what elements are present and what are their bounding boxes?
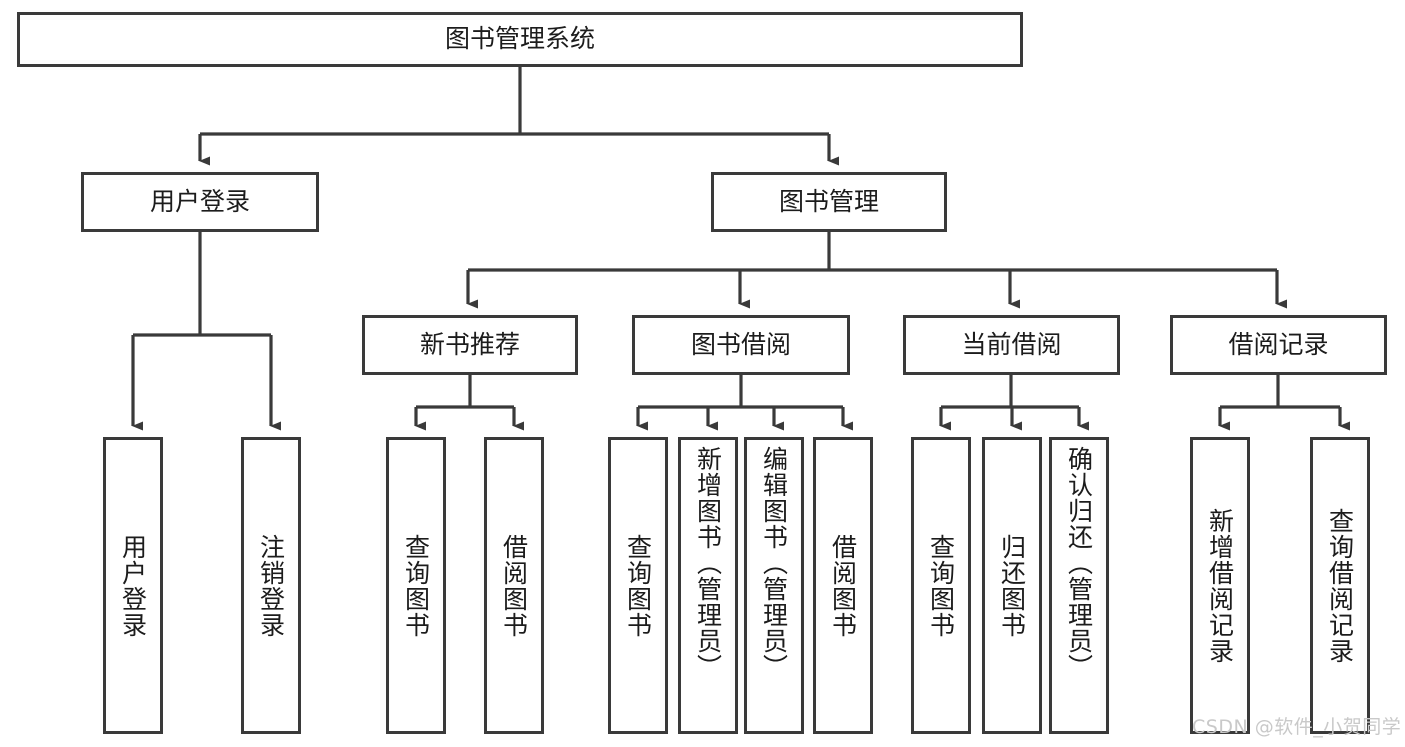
node-leaf-confirm-return-label: 确认归还（管理员） (1064, 446, 1094, 680)
node-leaf-query-record[interactable]: 查询借阅记录 (1310, 437, 1370, 734)
node-book-manage[interactable]: 图书管理 (711, 172, 947, 232)
node-leaf-edit-book[interactable]: 编辑图书（管理员） (744, 437, 804, 734)
node-user-login-label: 用户登录 (149, 186, 250, 216)
node-borrow-record[interactable]: 借阅记录 (1170, 315, 1387, 375)
node-leaf-user-login-label: 用户登录 (118, 533, 148, 638)
node-leaf-logout-label: 注销登录 (256, 533, 286, 638)
node-new-book-rec-label: 新书推荐 (419, 329, 520, 359)
node-leaf-return-book[interactable]: 归还图书 (982, 437, 1042, 734)
node-leaf-add-book-label: 新增图书（管理员） (693, 446, 723, 680)
node-leaf-user-login[interactable]: 用户登录 (103, 437, 163, 734)
node-leaf-return-book-label: 归还图书 (997, 533, 1027, 638)
node-leaf-logout[interactable]: 注销登录 (241, 437, 301, 734)
node-leaf-query-book-rec-label: 查询图书 (401, 533, 431, 638)
node-leaf-query-book-cur-label: 查询图书 (926, 533, 956, 638)
node-leaf-borrow-book[interactable]: 借阅图书 (813, 437, 873, 734)
node-leaf-query-book-cur[interactable]: 查询图书 (911, 437, 971, 734)
node-leaf-query-book-rec[interactable]: 查询图书 (386, 437, 446, 734)
node-leaf-borrow-book-rec-label: 借阅图书 (499, 533, 529, 638)
node-leaf-query-book[interactable]: 查询图书 (608, 437, 668, 734)
node-leaf-edit-book-label: 编辑图书（管理员） (759, 446, 789, 680)
node-leaf-borrow-book-rec[interactable]: 借阅图书 (484, 437, 544, 734)
node-book-manage-label: 图书管理 (778, 186, 879, 216)
node-leaf-query-book-label: 查询图书 (623, 533, 653, 638)
node-book-borrow-label: 图书借阅 (690, 329, 791, 359)
node-leaf-add-book[interactable]: 新增图书（管理员） (678, 437, 738, 734)
node-book-borrow[interactable]: 图书借阅 (632, 315, 850, 375)
node-root[interactable]: 图书管理系统 (17, 12, 1023, 67)
node-user-login[interactable]: 用户登录 (81, 172, 319, 232)
csdn-watermark: CSDN @软件_小贺同学 (1192, 716, 1402, 738)
node-new-book-rec[interactable]: 新书推荐 (362, 315, 578, 375)
node-current-borrow[interactable]: 当前借阅 (903, 315, 1120, 375)
node-current-borrow-label: 当前借阅 (961, 329, 1062, 359)
node-leaf-add-record-label: 新增借阅记录 (1205, 507, 1235, 664)
node-borrow-record-label: 借阅记录 (1228, 329, 1329, 359)
node-leaf-borrow-book-label: 借阅图书 (828, 533, 858, 638)
node-leaf-add-record[interactable]: 新增借阅记录 (1190, 437, 1250, 734)
node-root-label: 图书管理系统 (444, 24, 595, 54)
node-leaf-confirm-return[interactable]: 确认归还（管理员） (1049, 437, 1109, 734)
node-leaf-query-record-label: 查询借阅记录 (1325, 507, 1355, 664)
